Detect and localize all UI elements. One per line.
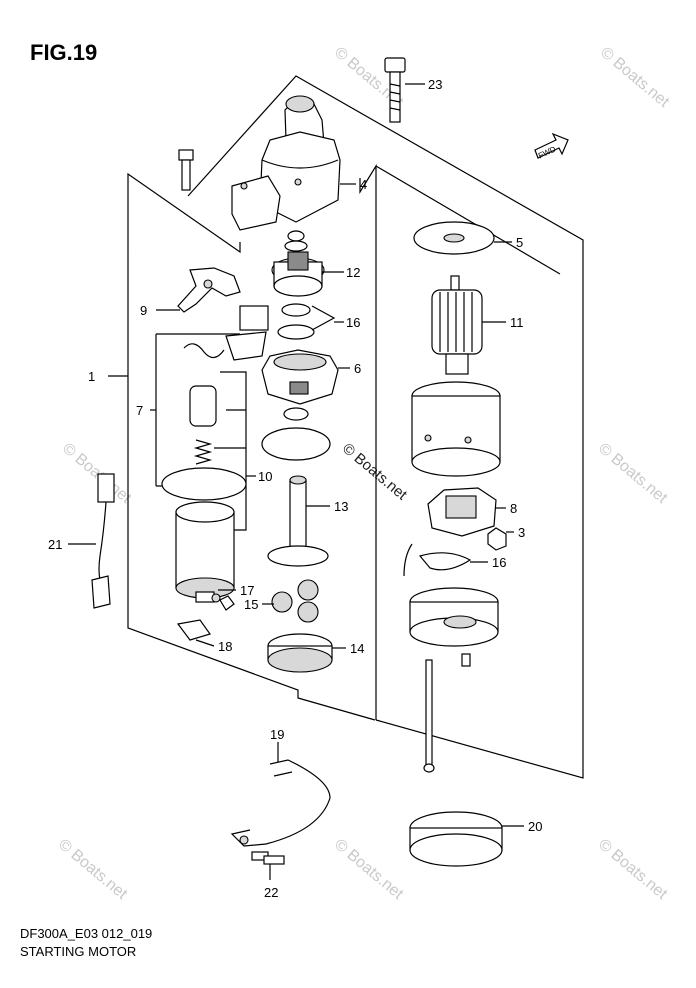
- callout-23: 23: [428, 77, 443, 92]
- brush-holder-8-part: [427, 487, 497, 537]
- wire-part: [403, 543, 413, 577]
- callout-5: 5: [516, 235, 524, 250]
- callout-16-lower: 16: [492, 555, 507, 570]
- figure-code: DF300A_E03 012_019: [20, 926, 153, 941]
- plate-part: [161, 467, 247, 501]
- callout-20: 20: [528, 819, 543, 834]
- callout-21: 21: [48, 537, 63, 552]
- figure-title: FIG.19: [30, 40, 98, 65]
- callout-22: 22: [264, 885, 279, 900]
- end-cover-part: [409, 587, 499, 647]
- bolt-22-part: [251, 851, 285, 865]
- screw-part: [461, 653, 471, 667]
- callout-17: 17: [240, 583, 255, 598]
- gear-15-part: [271, 579, 319, 623]
- callout-9: 9: [140, 303, 148, 318]
- washer-part: [284, 240, 308, 252]
- nut-part: [219, 595, 235, 611]
- gasket-part: [283, 407, 309, 421]
- callout-18: 18: [218, 639, 233, 654]
- lever-9-part: [177, 267, 241, 313]
- nut-3-part: [487, 527, 507, 551]
- callout-6: 6: [354, 361, 362, 376]
- callout-13: 13: [334, 499, 349, 514]
- washer-part: [287, 230, 305, 242]
- assembly-frame-left: [127, 172, 376, 721]
- internal-gear-14-part: [267, 633, 333, 673]
- callout-12: 12: [346, 265, 361, 280]
- assembly-frame-inner: [359, 163, 377, 720]
- callout-14: 14: [350, 641, 365, 656]
- callout-19: 19: [270, 727, 285, 742]
- callout-16-upper: 16: [346, 315, 361, 330]
- callout-1: 1: [88, 369, 96, 384]
- callout-4: 4: [360, 177, 368, 192]
- bracket-part: [183, 305, 269, 361]
- spring-part: [193, 439, 213, 465]
- through-bolt-head: [423, 763, 435, 773]
- bolt-part: [178, 149, 194, 191]
- through-bolt-part: [425, 659, 433, 767]
- ring-16-part: [281, 303, 311, 317]
- gasket-part: [261, 427, 331, 461]
- callout-3: 3: [518, 525, 526, 540]
- figure-name: STARTING MOTOR: [20, 944, 137, 959]
- band-19-part: [230, 759, 331, 847]
- plate-5-part: [413, 221, 495, 255]
- leader-18: [195, 639, 215, 647]
- callout-11: 11: [510, 315, 524, 330]
- assembly-frame-inner-top: [375, 165, 561, 275]
- pinion-12-part: [271, 251, 325, 297]
- assembly-frame-right: [187, 75, 584, 779]
- yoke-part: [411, 381, 501, 477]
- shaft-13-part: [267, 475, 329, 567]
- callout-10: 10: [258, 469, 273, 484]
- bolt-23-part: [384, 57, 406, 123]
- armature-11-part: [431, 275, 483, 375]
- callout-8: 8: [510, 501, 518, 516]
- ring-16-lower-part: [418, 552, 472, 571]
- housing-6-part: [261, 349, 339, 405]
- lead-wire-21-part: [91, 473, 115, 609]
- callout-7: 7: [136, 403, 144, 418]
- magnetic-switch-4-part: [231, 95, 341, 231]
- pin-17-part: [195, 591, 221, 603]
- callout-15: 15: [244, 597, 259, 612]
- cover-20-part: [409, 811, 503, 867]
- leader-16-upper: [311, 305, 336, 331]
- ring-16-part: [277, 324, 315, 340]
- plunger-part: [189, 385, 217, 427]
- clip-18-part: [176, 619, 211, 641]
- fwd-arrow-icon: [534, 132, 569, 159]
- motor-yoke-part: [175, 501, 235, 599]
